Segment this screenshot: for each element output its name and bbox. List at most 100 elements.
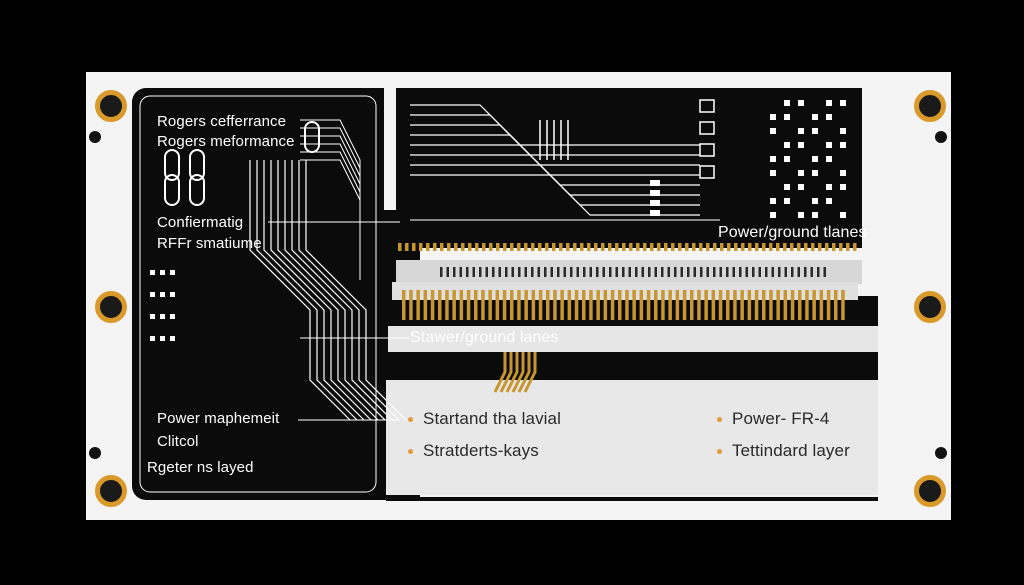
pad-icon (164, 149, 180, 181)
left-label: Rogers meformance (157, 133, 295, 150)
pad-square (770, 212, 776, 218)
gold-pin (510, 243, 514, 251)
connector-slot (589, 267, 592, 277)
pad-square (840, 100, 846, 106)
pad-square (170, 314, 175, 319)
left-label: Clitcol (157, 433, 199, 450)
gold-pin (475, 243, 479, 251)
connector-slot (687, 267, 690, 277)
connector-slot (596, 267, 599, 277)
gold-pin (632, 290, 636, 320)
mounting-hole-icon (95, 475, 127, 507)
pad-square (784, 142, 790, 148)
gold-pin (727, 243, 731, 251)
gold-pin (552, 243, 556, 251)
gold-pin (769, 290, 773, 320)
gold-pin (423, 290, 428, 320)
gold-pin (524, 243, 528, 251)
connector-slot (674, 267, 677, 277)
gold-pin (646, 290, 651, 320)
connector-slot (661, 267, 664, 277)
gold-pin (440, 243, 444, 251)
gold-pin (797, 243, 801, 251)
gold-pin (566, 243, 570, 251)
fr4-layer (386, 380, 878, 495)
gold-pin (438, 290, 442, 320)
connector-slot (628, 267, 631, 277)
gold-pin (783, 243, 787, 251)
gold-pin (798, 290, 802, 320)
gold-pin (560, 290, 564, 320)
pad-square (826, 198, 832, 204)
pad-square (170, 292, 175, 297)
trace-outline (139, 95, 377, 493)
gold-pin (622, 243, 626, 251)
pad-square (840, 212, 846, 218)
gold-pin (587, 243, 591, 251)
left-label: Rogers cefferrance (157, 113, 287, 130)
connector-slot (680, 267, 683, 277)
pad-square (798, 142, 804, 148)
gold-pin (776, 243, 780, 251)
bullet-icon (408, 449, 413, 455)
via-icon (89, 447, 101, 459)
connector-slot (537, 267, 540, 277)
stawer-ground-label: Stawer/ground lanes (410, 329, 559, 346)
gold-ribbon (505, 352, 519, 393)
connector-slot (654, 267, 657, 277)
pad-icon (189, 149, 205, 181)
gold-pin (805, 290, 809, 320)
gold-pin (538, 290, 543, 320)
gold-pin (553, 290, 557, 320)
gold-pin (819, 290, 824, 320)
gold-ribbon (517, 352, 531, 393)
connector-slot (635, 267, 638, 277)
gold-pin (818, 243, 822, 251)
gold-pin (654, 290, 658, 320)
connector-slot (583, 267, 586, 277)
gold-pin (726, 290, 730, 320)
gold-pin (517, 290, 521, 320)
connector-slot (544, 267, 547, 277)
power-ground-label: Power/ground tlanes (718, 224, 867, 241)
gold-pin (495, 290, 500, 320)
connector-slot (622, 267, 625, 277)
gold-ribbon (511, 352, 525, 393)
connector-slot (615, 267, 618, 277)
trace-line (249, 160, 351, 421)
gold-pin (559, 243, 563, 251)
gold-pin (447, 243, 451, 251)
pad-square (798, 128, 804, 134)
connector-slot (732, 267, 735, 277)
pad-square (160, 336, 165, 341)
gold-pin (482, 243, 486, 251)
gold-pin (682, 290, 687, 320)
gold-pin (740, 290, 744, 320)
pad-square (170, 270, 175, 275)
pad-square (150, 314, 155, 319)
pad-square (798, 170, 804, 176)
gold-pin (790, 243, 794, 251)
mounting-hole-icon (914, 90, 946, 122)
connector-slot (771, 267, 774, 277)
bottom-edge-line (386, 497, 878, 501)
pad-icon (164, 174, 180, 206)
left-label: RFFr smatiume (157, 235, 262, 252)
trace-line (300, 143, 361, 264)
gold-pin (697, 290, 701, 320)
stawer-ground-layer (388, 326, 878, 352)
trace-line (300, 151, 361, 272)
gold-pin (639, 290, 644, 320)
mounting-hole-icon (914, 291, 946, 323)
gold-pin (826, 290, 831, 320)
gold-pin (546, 290, 550, 320)
connector-slot (511, 267, 514, 277)
connector-slot (758, 267, 761, 277)
gold-pin (573, 243, 577, 251)
gold-pin (461, 243, 465, 251)
gold-pin (580, 243, 584, 251)
connector-slot (804, 267, 807, 277)
pad-square (170, 336, 175, 341)
component-outline (699, 99, 715, 113)
connector-slot (765, 267, 768, 277)
